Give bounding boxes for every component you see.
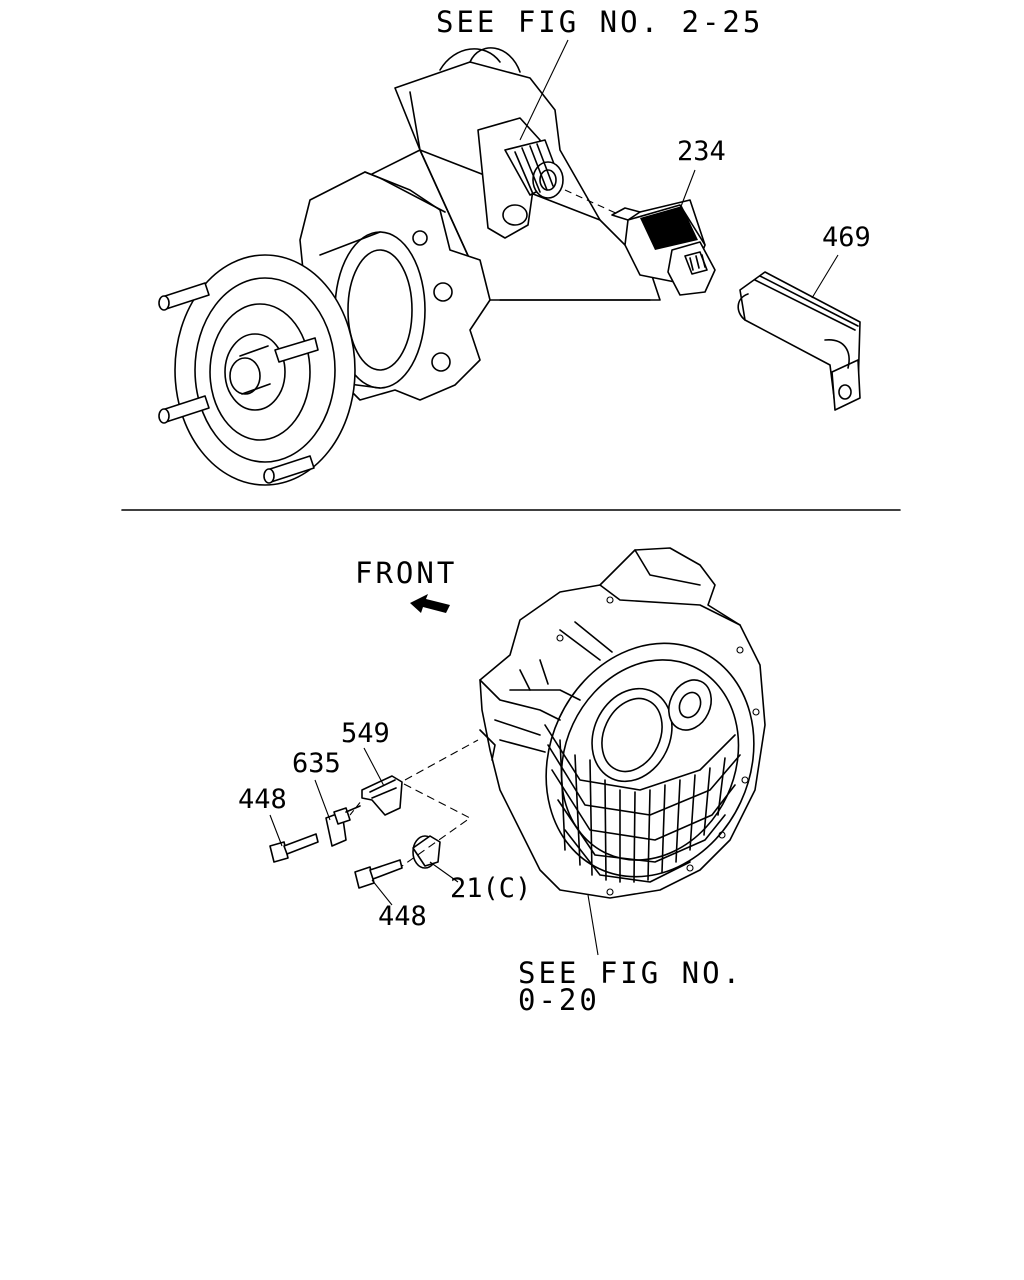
- bolt-448-upper: [269, 833, 319, 863]
- clamp-21c: [412, 835, 441, 869]
- callout-21c: 21(C): [450, 873, 531, 904]
- install-path-line-sensor: [349, 799, 363, 816]
- bottom-illustration: FRONT: [238, 547, 766, 1017]
- leader-line-448-lower: [371, 879, 393, 906]
- top-illustration: SEE FIG NO. 2-25 234 469: [158, 5, 871, 486]
- callout-448-lower: 448: [378, 901, 427, 932]
- sensor-cover-469: [737, 271, 861, 411]
- flange-studs: [158, 282, 319, 484]
- bolt-448-lower: [354, 859, 403, 889]
- flywheel-housing: [479, 547, 766, 899]
- housing-grille: [544, 724, 741, 883]
- bracket-549: [361, 775, 403, 816]
- install-path-lines-bottom: [401, 739, 479, 867]
- leader-line-549: [363, 747, 385, 787]
- leader-line-reference: [519, 39, 569, 141]
- callout-448-upper: 448: [238, 784, 287, 815]
- callout-234: 234: [677, 136, 726, 167]
- leader-line-21c: [429, 861, 459, 883]
- leader-line-635: [314, 779, 331, 821]
- speed-sensor-234: [611, 199, 716, 296]
- callout-549: 549: [341, 718, 390, 749]
- front-direction-label: FRONT: [355, 556, 457, 590]
- leader-line-234: [674, 169, 696, 223]
- callout-469: 469: [822, 222, 871, 253]
- drive-flange: [174, 254, 356, 486]
- callout-635: 635: [292, 748, 341, 779]
- install-path-line: [564, 189, 621, 216]
- leader-line-448-upper: [269, 814, 283, 847]
- see-fig-reference-bottom-line1: SEE FIG NO.: [518, 956, 743, 990]
- front-arrow-icon: [410, 594, 450, 613]
- leader-line-reference-bottom: [587, 894, 599, 956]
- see-fig-reference-top: SEE FIG NO. 2-25: [436, 5, 763, 39]
- sensor-boss: [477, 117, 564, 239]
- leader-line-469: [811, 254, 839, 299]
- speed-sensor-635: [325, 805, 361, 847]
- see-fig-reference-bottom-line2: 0-20: [518, 983, 600, 1017]
- housing-rim-holes: [556, 596, 760, 896]
